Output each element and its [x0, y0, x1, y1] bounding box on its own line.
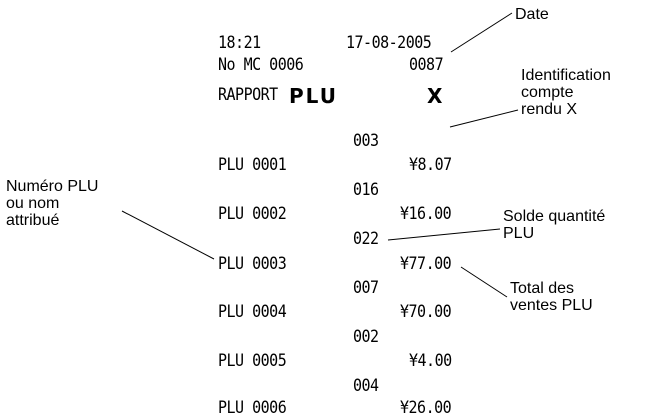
item-name: PLU 0001	[218, 153, 287, 175]
item-qty: 002	[353, 325, 379, 347]
annotation-line: rendu X	[521, 101, 578, 118]
report-type: PLU	[289, 84, 338, 108]
item-name: PLU 0002	[218, 202, 287, 224]
annotation-line: Solde quantité	[503, 208, 606, 225]
item-amount: ¥26.00	[400, 396, 452, 418]
leader-sales-total	[460, 266, 508, 298]
annotation-line: attribué	[6, 212, 60, 229]
item-name: PLU 0006	[218, 396, 287, 418]
annotation-line: Total des	[510, 280, 575, 297]
receipt-time: 18:21	[218, 31, 261, 53]
item-amount: ¥77.00	[400, 252, 452, 274]
item-amount: ¥16.00	[400, 202, 452, 224]
item-qty: 016	[353, 178, 379, 200]
item-qty: 022	[353, 227, 379, 249]
annotation-line: Numéro PLU	[6, 178, 99, 195]
annotation-line: compte	[521, 84, 574, 101]
annotation-report-id: Identification compte rendu X	[521, 67, 611, 118]
leader-plu-number	[121, 210, 215, 260]
item-qty: 007	[353, 276, 379, 298]
item-qty: 003	[353, 129, 379, 151]
receipt-date: 17-08-2005	[346, 31, 432, 53]
annotation-line: ou nom	[6, 195, 60, 212]
annotation-line: PLU	[503, 225, 535, 242]
annotation-line: ventes PLU	[510, 297, 593, 314]
annotation-line: Identification	[521, 67, 611, 84]
leader-report-id	[449, 109, 519, 128]
annotation-plu-number: Numéro PLU ou nom attribué	[6, 178, 98, 229]
item-amount: ¥8.07	[409, 153, 452, 175]
receipt-counter: 0087	[409, 53, 444, 75]
item-name: PLU 0005	[218, 349, 287, 371]
item-name: PLU 0004	[218, 300, 287, 322]
annotation-date: Date	[515, 6, 549, 23]
annotation-line: Date	[515, 6, 549, 23]
receipt-machine-number: No MC 0006	[218, 53, 304, 75]
leader-date	[450, 12, 513, 53]
annotation-qty-balance: Solde quantité PLU	[503, 208, 605, 242]
report-label: RAPPORT	[218, 83, 278, 105]
report-mode: X	[427, 84, 445, 108]
item-amount: ¥4.00	[409, 349, 452, 371]
item-name: PLU 0003	[218, 252, 287, 274]
item-amount: ¥70.00	[400, 300, 452, 322]
leader-qty-balance	[387, 228, 501, 241]
annotation-sales-total: Total des ventes PLU	[510, 280, 593, 314]
item-qty: 004	[353, 374, 379, 396]
